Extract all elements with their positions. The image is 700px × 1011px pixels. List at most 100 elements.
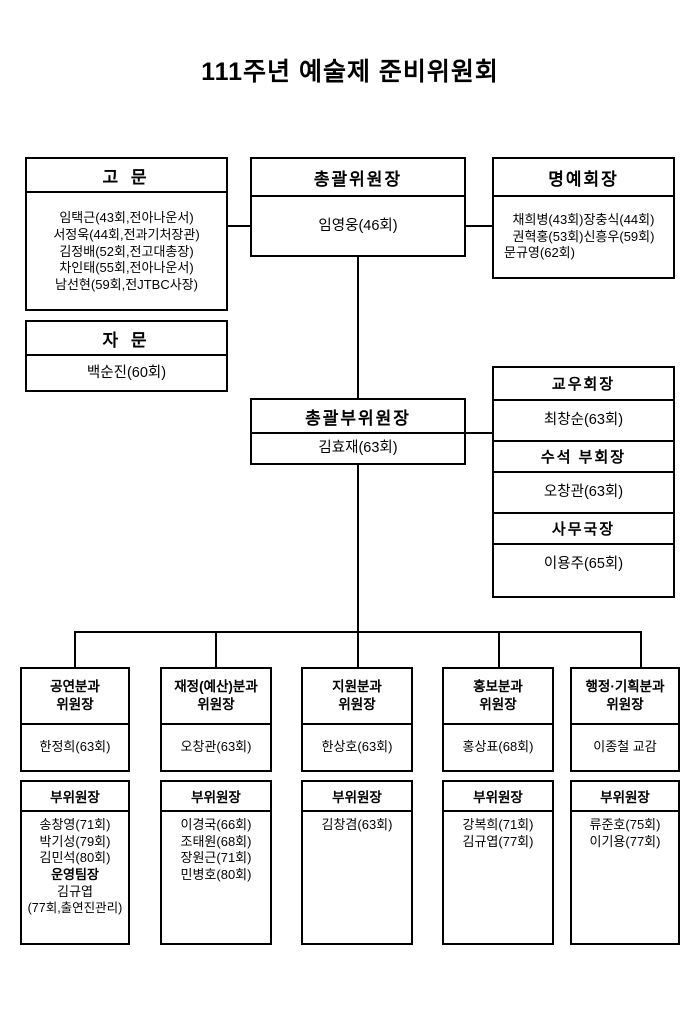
advisor-header: 고 문 [27,159,226,193]
vice-chief-box: 총괄부위원장 김효재(63회) [250,398,466,465]
vice-committee-member: 이기용(77회) [589,833,661,849]
vice-committee-header-4: 부위원장 [444,782,552,812]
committee-chair-name: 한정희(63회) [39,739,111,755]
page-title: 111주년 예술제 준비위원회 [201,58,499,86]
committee-chair-name: 한상호(63회) [321,739,393,755]
counsel-member: 백순진(60회) [86,364,167,381]
committee-header-line2: 위원장 [479,697,517,712]
vice-committee-member: 조태원(68회) [180,833,252,849]
advisor-member: 임택근(43회,전아나운서) [59,210,194,226]
vice-committee-member: 류준호(75회) [589,817,661,832]
extra-role-member: 김규엽 [57,883,93,899]
vice-committee-header-2: 부위원장 [162,782,270,812]
committee-chair-2: 오창관(63회) [162,725,270,770]
vice-committee-members-4: 강복희(71회) 김규엽(77회) [444,812,552,943]
vice-committee-member: 김민석(80회) [39,850,111,866]
senior-vp-members: 오창관(63회) [494,473,673,512]
honorary-header: 명예회장 [494,159,673,197]
committee-header-line1: 홍보분과 [473,678,523,694]
advisor-box: 고 문 임택근(43회,전아나운서) 서정욱(44회,전과기처장관) 김정배(5… [25,157,228,311]
vice-committee-members-3: 김창겸(63회) [303,812,411,943]
connector-chief-honorary [466,225,494,227]
committee-header-line2: 위원장 [197,697,235,712]
secretary-general-members: 이용주(65회) [494,545,673,584]
vice-committee-box-1: 부위원장 송창영(71회) 박기성(79회) 김민석(80회) 운영팀장 김규엽… [20,780,130,945]
chief-member: 임영웅(46회) [318,217,398,234]
connector-vicechief-alumni [466,432,494,434]
senior-vp-member: 오창관(63회) [543,484,624,501]
committee-chair-5: 이종철 교감 [572,725,678,770]
committee-header-3: 지원분과 위원장 [303,669,411,725]
vice-chief-header: 총괄부위원장 [252,400,464,434]
advisor-member: 차인태(55회,전아나운서) [59,260,194,276]
vice-committee-member: 박기성(79회) [39,833,111,849]
vice-committee-member: 이경국(66회) [180,817,252,832]
advisor-member: 김정배(52회,전고대총장) [59,243,194,259]
chief-members: 임영웅(46회) [252,197,464,255]
committee-header-line1: 행정·기획분과 [585,678,665,694]
vice-committee-box-3: 부위원장 김창겸(63회) [301,780,413,945]
honorary-members: 채희병(43회)장충식(44회) 권혁홍(53회)신흥우(59회) 문규영(62… [494,197,673,277]
committee-chair-box-4: 홍보분과 위원장 홍상표(68회) [442,667,554,772]
committee-chair-name: 이종철 교감 [593,739,657,755]
advisor-member: 남선현(59회,전JTBC사장) [55,276,198,292]
honorary-member: 채희병(43회)장충식(44회) [512,212,655,228]
vice-committee-member: 강복희(71회) [462,817,534,832]
alumni-pres-members: 최창순(63회) [494,401,673,440]
vice-committee-member: 민병호(80회) [180,866,252,882]
extra-role-header: 운영팀장 [51,866,99,882]
counsel-members: 백순진(60회) [27,356,226,390]
advisor-members: 임택근(43회,전아나운서) 서정욱(44회,전과기처장관) 김정배(52회,전… [27,193,226,309]
committee-header-line2: 위원장 [56,697,94,712]
committee-chair-3: 한상호(63회) [303,725,411,770]
committee-header-line2: 위원장 [606,697,644,712]
senior-vp-header: 수석 부회장 [494,440,673,473]
committee-chair-name: 홍상표(68회) [462,739,534,755]
committee-chair-box-3: 지원분과 위원장 한상호(63회) [301,667,413,772]
committee-header-1: 공연분과 위원장 [22,669,128,725]
vice-committee-header-5: 부위원장 [572,782,678,812]
vice-chief-members: 김효재(63회) [252,434,464,463]
committee-header-line2: 위원장 [338,697,376,712]
honorary-member: 문규영(62회) [504,245,575,261]
vice-committee-member: 김창겸(63회) [321,817,393,832]
counsel-box: 자 문 백순진(60회) [25,320,228,392]
alumni-pres-member: 최창순(63회) [543,412,624,429]
honorary-member: 권혁홍(53회)신흥우(59회) [512,228,655,244]
committee-header-line1: 재정(예산)분과 [174,678,258,694]
committee-chair-box-5: 행정·기획분과 위원장 이종철 교감 [570,667,680,772]
committee-header-line1: 지원분과 [332,678,382,694]
alumni-pres-header: 교우회장 [494,368,673,401]
connector-drop-4 [498,631,500,667]
vice-committee-members-2: 이경국(66회) 조태원(68회) 장원근(71회) 민병호(80회) [162,812,270,943]
vice-committee-members-5: 류준호(75회) 이기용(77회) [572,812,678,943]
committee-chair-box-1: 공연분과 위원장 한정희(63회) [20,667,130,772]
connector-vicechief-bus [357,465,359,633]
vice-committee-members-1: 송창영(71회) 박기성(79회) 김민석(80회) 운영팀장 김규엽 (77회… [22,812,128,943]
committee-header-2: 재정(예산)분과 위원장 [162,669,270,725]
connector-drop-2 [215,631,217,667]
secretary-general-header: 사무국장 [494,512,673,545]
extra-role-detail: (77회,출연진관리) [27,901,123,916]
committee-chair-4: 홍상표(68회) [444,725,552,770]
connector-drop-5 [640,631,642,667]
counsel-header: 자 문 [27,322,226,356]
chief-box: 총괄위원장 임영웅(46회) [250,157,466,257]
secretary-general-member: 이용주(65회) [543,556,624,573]
vice-committee-box-2: 부위원장 이경국(66회) 조태원(68회) 장원근(71회) 민병호(80회) [160,780,272,945]
advisor-member: 서정욱(44회,전과기처장관) [53,227,200,243]
connector-drop-3 [357,631,359,667]
vice-committee-box-4: 부위원장 강복희(71회) 김규엽(77회) [442,780,554,945]
chief-header: 총괄위원장 [252,159,464,197]
honorary-box: 명예회장 채희병(43회)장충식(44회) 권혁홍(53회)신흥우(59회) 문… [492,157,675,279]
committee-chair-1: 한정희(63회) [22,725,128,770]
connector-advisor-chief [228,225,252,227]
vice-committee-member: 김규엽(77회) [462,833,534,849]
vice-committee-header-3: 부위원장 [303,782,411,812]
committee-header-4: 홍보분과 위원장 [444,669,552,725]
right-column-box: 교우회장 최창순(63회) 수석 부회장 오창관(63회) 사무국장 이용주(6… [492,366,675,598]
committee-header-line1: 공연분과 [50,678,100,694]
committee-header-5: 행정·기획분과 위원장 [572,669,678,725]
connector-drop-1 [74,631,76,667]
